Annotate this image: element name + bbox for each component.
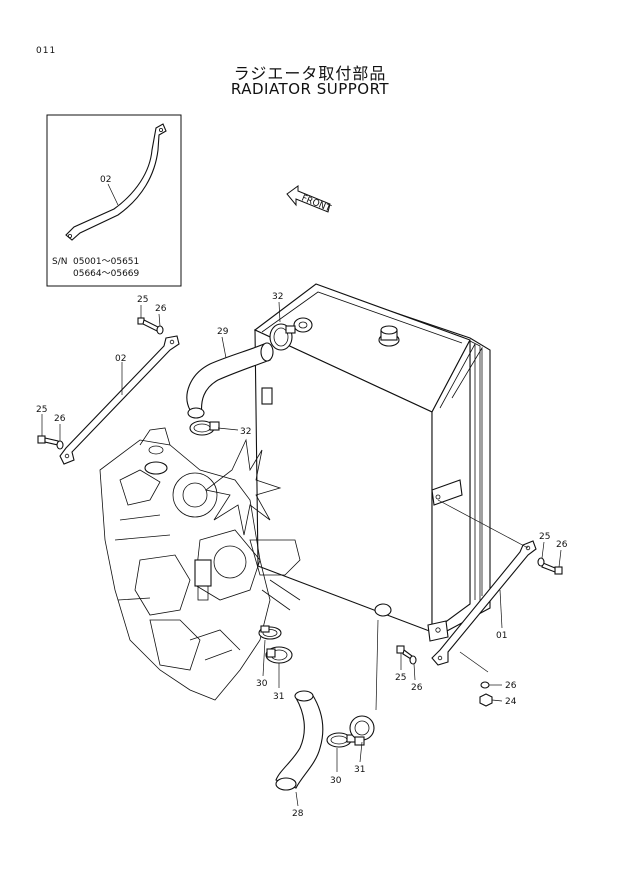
engine-block bbox=[99, 427, 301, 701]
page-number: 011 bbox=[36, 46, 57, 56]
front-direction-arrow: FRONT bbox=[286, 185, 333, 215]
callout-24: 24 bbox=[505, 697, 517, 707]
callout-26-right: 26 bbox=[556, 540, 568, 550]
clamp-31-left bbox=[265, 646, 293, 688]
front-label: FRONT bbox=[300, 194, 333, 215]
inset-box: 02 S/N 05001～05651 05664～05669 bbox=[46, 114, 182, 287]
nut-24 bbox=[479, 693, 503, 707]
clamp-30-bottom bbox=[326, 732, 356, 772]
clamp-32-upper bbox=[269, 301, 296, 351]
inset-strut-02 bbox=[65, 123, 167, 241]
callout-25-right: 25 bbox=[539, 532, 550, 542]
inset-label-02: 02 bbox=[100, 175, 111, 185]
callout-25-bottom: 25 bbox=[395, 673, 406, 683]
callout-30-left: 30 bbox=[256, 679, 268, 689]
washer-26-left bbox=[56, 424, 64, 450]
lower-hose-28 bbox=[275, 690, 324, 807]
callout-25-left: 25 bbox=[36, 405, 47, 415]
callout-30-bottom: 30 bbox=[330, 776, 342, 786]
washer-26-br bbox=[480, 681, 502, 689]
callout-01: 01 bbox=[496, 631, 507, 641]
clamp-31-bottom bbox=[349, 715, 375, 763]
bolt-26-right bbox=[541, 549, 563, 575]
callout-31-bottom: 31 bbox=[354, 765, 365, 775]
strut-02 bbox=[59, 335, 180, 465]
clamp-30-left bbox=[258, 625, 282, 677]
callout-32-mid: 32 bbox=[240, 427, 251, 437]
callout-labels: 25 26 02 29 32 25 26 32 25 26 01 25 26 2… bbox=[36, 292, 568, 819]
title-japanese: ラジエータ取付部品 bbox=[233, 64, 387, 83]
callout-31-left: 31 bbox=[273, 692, 284, 702]
callout-02: 02 bbox=[115, 354, 126, 364]
serial-range-2: 05664～05669 bbox=[73, 269, 140, 279]
serial-range-1: 05001～05651 bbox=[73, 257, 139, 267]
callout-26-left: 26 bbox=[54, 414, 66, 424]
washer-26-bottom bbox=[409, 655, 417, 681]
callout-32-top: 32 bbox=[272, 292, 283, 302]
strut-01 bbox=[431, 499, 537, 673]
upper-hose-29 bbox=[186, 336, 274, 419]
callout-28: 28 bbox=[292, 809, 304, 819]
callout-26-bottom-right: 26 bbox=[505, 681, 517, 691]
callout-29: 29 bbox=[217, 327, 229, 337]
callout-25-top: 25 bbox=[137, 295, 148, 305]
title-english: RADIATOR SUPPORT bbox=[230, 80, 390, 98]
callout-26-top: 26 bbox=[155, 304, 167, 314]
serial-prefix: S/N bbox=[52, 257, 67, 267]
callout-26-bottom: 26 bbox=[411, 683, 423, 693]
washer-26-top bbox=[156, 313, 164, 335]
clamp-32-middle bbox=[189, 420, 239, 436]
washer-25-right bbox=[537, 541, 545, 567]
